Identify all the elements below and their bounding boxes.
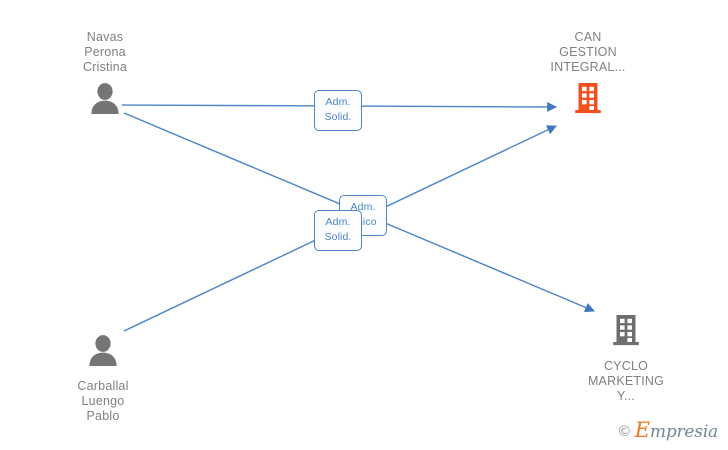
edge-label-navas-to-can-gestion[interactable]: Adm. Solid. bbox=[314, 90, 362, 131]
node-person-carballal-luengo-pablo[interactable]: Carballal Luengo Pablo bbox=[33, 333, 173, 424]
node-label: CAN GESTION INTEGRAL... bbox=[550, 30, 626, 74]
node-person-navas-perona-cristina[interactable]: Navas Perona Cristina bbox=[35, 30, 175, 120]
copyright-icon: © bbox=[618, 423, 630, 440]
person-icon bbox=[88, 81, 122, 120]
empresia-logo: Empresia bbox=[635, 420, 718, 442]
empresia-logo-initial: E bbox=[634, 418, 650, 442]
node-label: Navas Perona Cristina bbox=[83, 30, 127, 74]
building-icon bbox=[609, 313, 643, 352]
node-label: CYCLO MARKETING Y... bbox=[587, 359, 665, 403]
building-icon bbox=[571, 81, 605, 120]
empresia-logo-text: mpresia bbox=[649, 422, 718, 442]
person-icon bbox=[86, 333, 120, 372]
empresia-watermark: © Empresia bbox=[618, 420, 718, 442]
node-label: Carballal Luengo Pablo bbox=[77, 379, 129, 423]
edge-label-navas-to-cyclo[interactable]: Adm. Solid. bbox=[314, 210, 362, 251]
node-company-can-gestion-integral[interactable]: CAN GESTION INTEGRAL... bbox=[518, 30, 658, 120]
node-company-cyclo-marketing-y[interactable]: CYCLO MARKETING Y... bbox=[556, 313, 696, 404]
